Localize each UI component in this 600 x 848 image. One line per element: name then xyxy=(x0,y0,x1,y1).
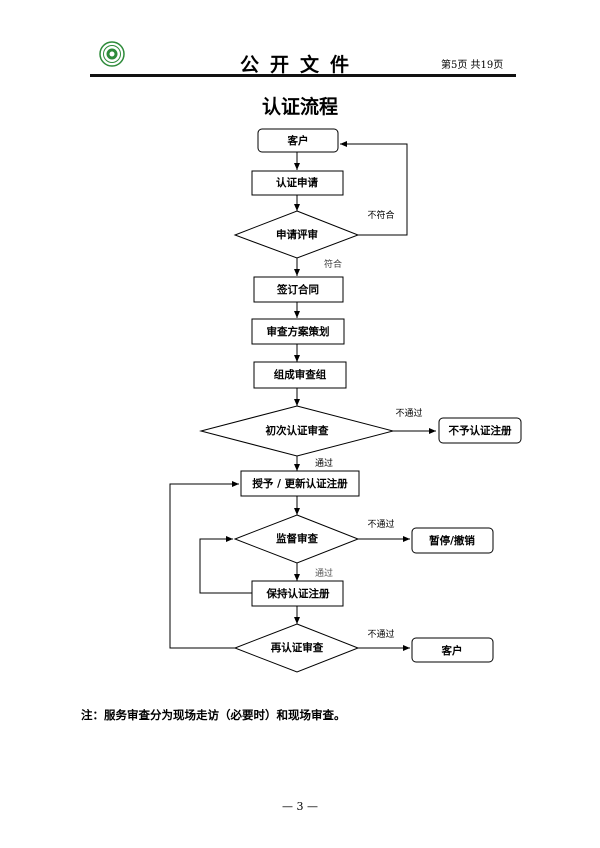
header-page-info: 第5页 共19页 xyxy=(441,60,504,71)
node-customer-start-shape xyxy=(257,128,339,153)
header-divider xyxy=(90,74,516,77)
document-title: 认证流程 xyxy=(261,96,338,118)
node-initial-audit: 初次认证审查 xyxy=(266,424,329,437)
node-maintain: 保持认证注册 xyxy=(266,587,330,600)
node-initial-audit-shape xyxy=(199,405,395,457)
node-audit-planning-shape xyxy=(251,318,345,345)
node-sign-contract-shape xyxy=(253,276,344,303)
header-title: 公开文件 xyxy=(239,54,360,76)
node-grant-update-shape xyxy=(240,470,360,497)
node-sign-contract: 签订合同 xyxy=(276,283,319,296)
node-no-registration-shape xyxy=(438,417,522,444)
edge-maintain-loop xyxy=(199,536,252,594)
edge-recert-loop xyxy=(169,481,239,649)
node-suspend-revoke-shape xyxy=(411,527,494,554)
node-recertification-shape xyxy=(233,623,360,673)
node-no-registration: 不予认证注册 xyxy=(449,424,512,437)
edge-label-pass-initial: 通过 xyxy=(315,457,333,469)
node-application-review: 申请评审 xyxy=(276,228,318,241)
node-grant-update: 授予 / 更新认证注册 xyxy=(252,477,348,490)
node-form-team: 组成审查组 xyxy=(274,368,327,381)
edge-label-pass-surveillance: 通过 xyxy=(315,567,333,579)
node-application-review-shape xyxy=(233,210,360,259)
edge-not-conform-loop xyxy=(340,141,408,236)
edge-label-not-conform: 不符合 xyxy=(367,209,394,221)
edge-label-fail-surveillance: 不通过 xyxy=(367,518,394,530)
node-form-team-shape xyxy=(253,361,347,389)
node-surveillance: 监督审查 xyxy=(276,532,318,545)
node-recertification: 再认证审查 xyxy=(271,641,324,654)
node-customer-end: 客户 xyxy=(441,644,463,657)
node-maintain-shape xyxy=(251,580,344,607)
node-customer-end-shape xyxy=(411,637,494,663)
edge-label-conform: 符合 xyxy=(324,258,342,270)
node-surveillance-shape xyxy=(233,514,360,564)
node-audit-planning: 审查方案策划 xyxy=(267,325,330,338)
footnote: 注：服务审查分为现场走访（必要时）和现场审查。 xyxy=(81,708,346,722)
node-customer-start: 客户 xyxy=(287,134,309,147)
page-number: — 3 — xyxy=(282,800,318,813)
node-application-shape xyxy=(251,170,344,196)
certification-logo-icon xyxy=(99,41,125,67)
edge-label-fail-initial: 不通过 xyxy=(395,407,422,419)
node-suspend-revoke: 暂停/撤销 xyxy=(429,534,475,547)
edge-label-fail-recert: 不通过 xyxy=(367,628,394,640)
node-application: 认证申请 xyxy=(276,176,318,189)
